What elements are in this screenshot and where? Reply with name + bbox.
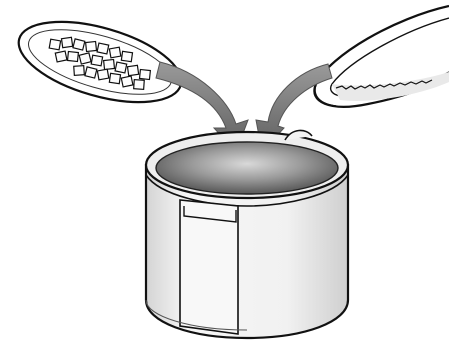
- bowl-of-liquid-icon: [313, 4, 449, 108]
- inner-pot-icon: [144, 129, 350, 340]
- pot-opening: [155, 141, 339, 195]
- dish-with-diced-ingredients-icon: [17, 20, 183, 104]
- liquid-surface: [335, 79, 433, 90]
- pot-front-panel: [179, 199, 239, 335]
- diced-ingredient-pieces: [48, 36, 152, 90]
